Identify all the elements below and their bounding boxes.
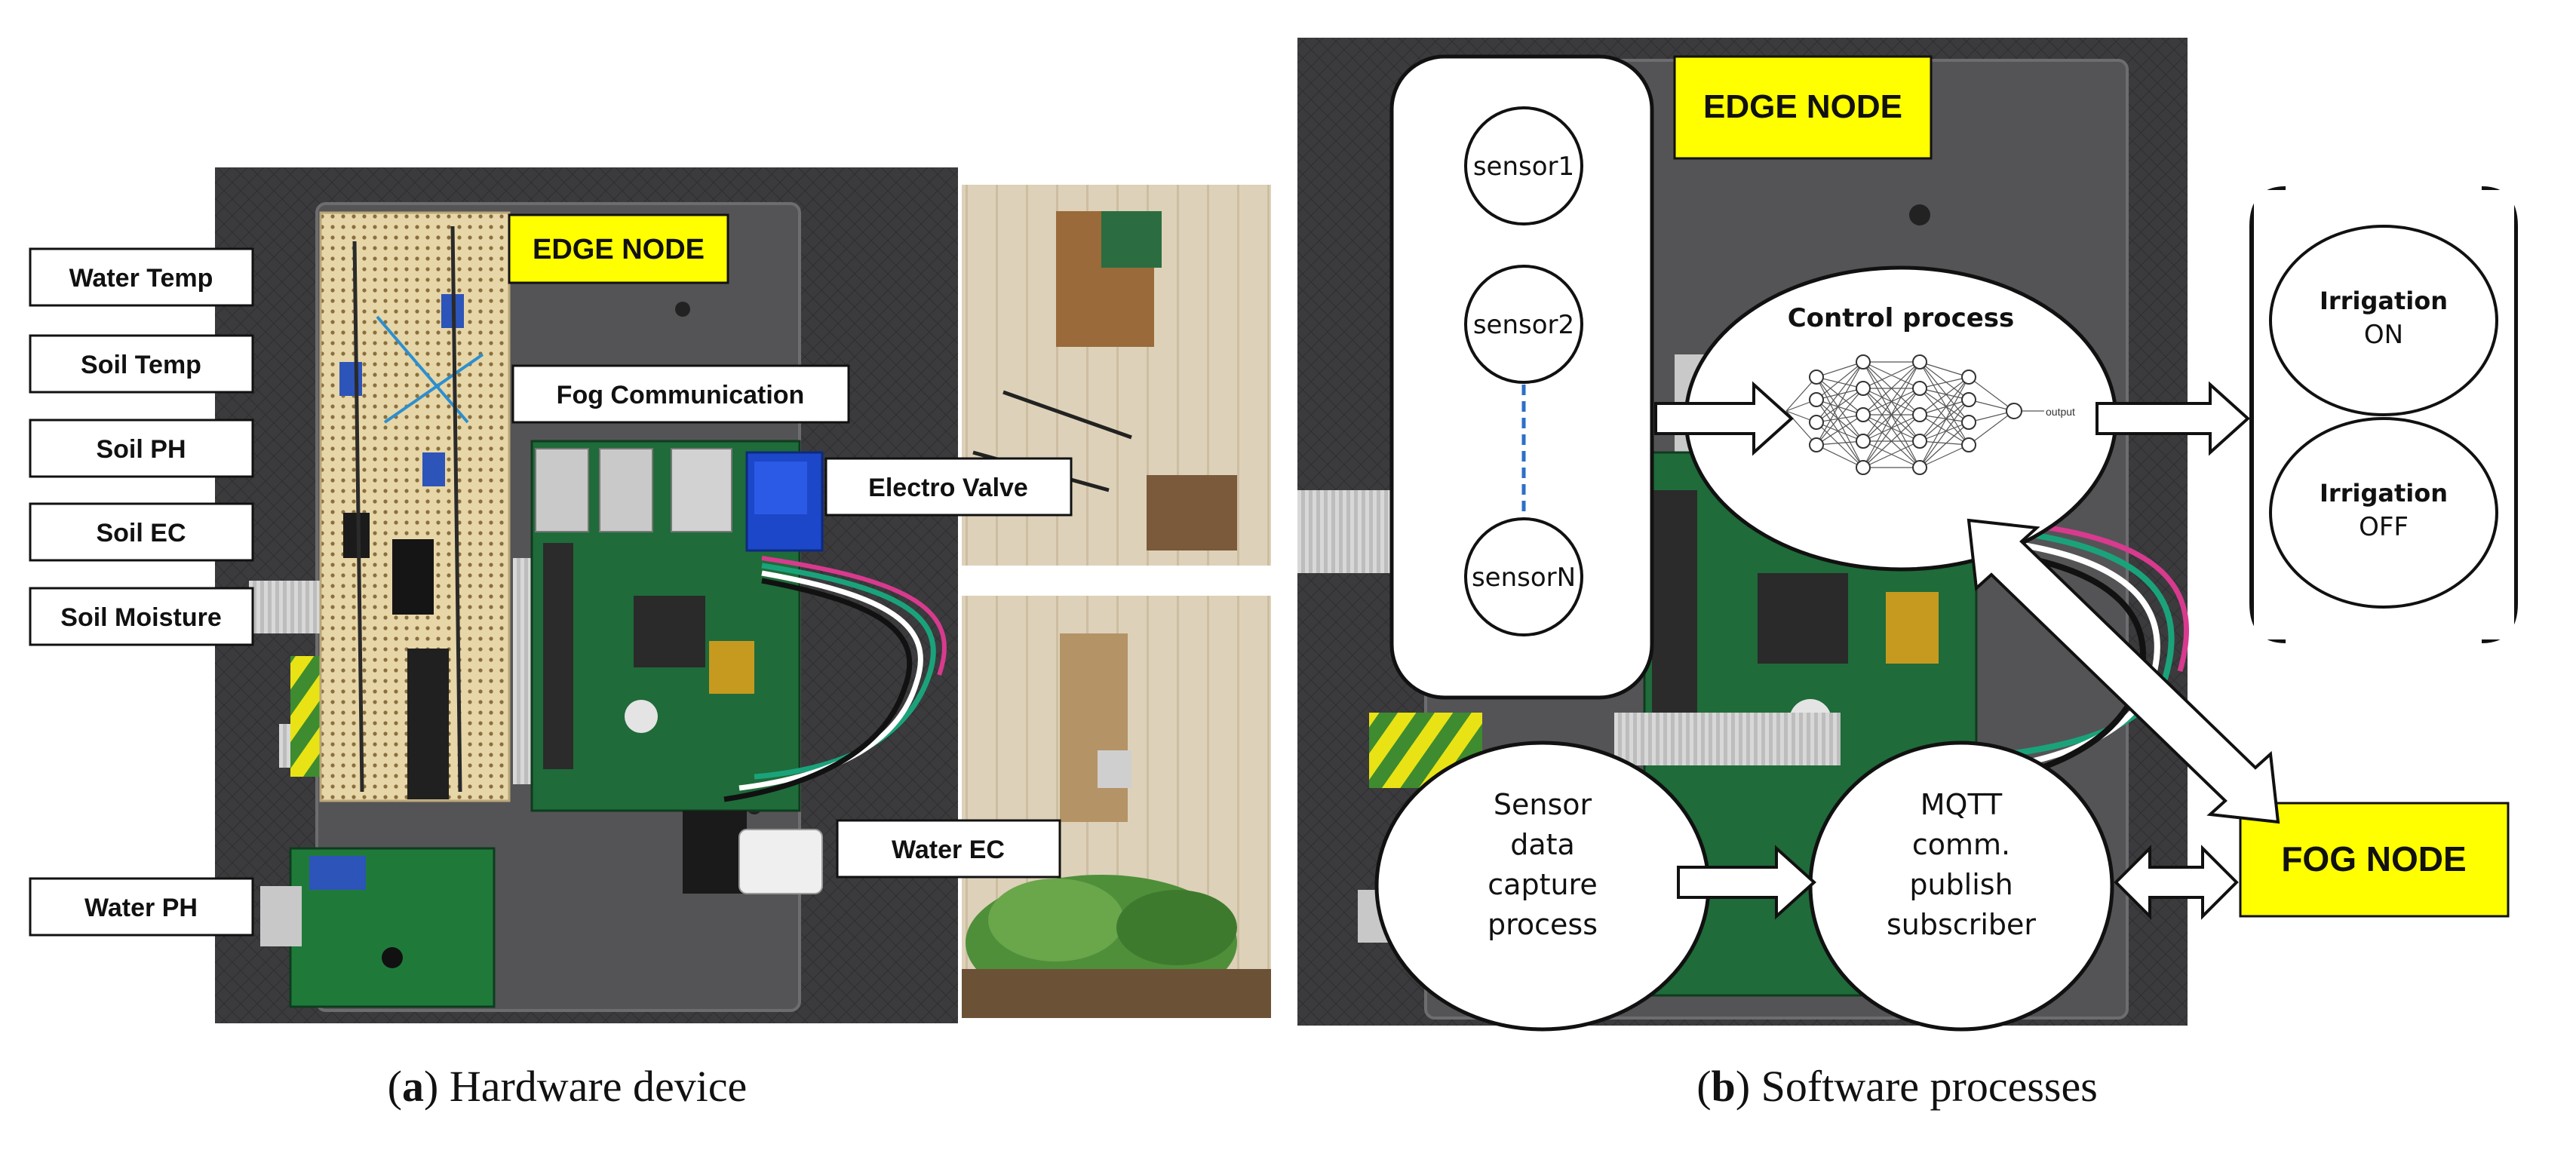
- label-water-temp: Water Temp: [29, 247, 254, 307]
- arrow-capture-to-mqtt: [1677, 845, 1816, 920]
- svg-text:Soil PH: Soil PH: [96, 435, 186, 464]
- svg-text:Fog Communication: Fog Communication: [557, 381, 805, 409]
- sensor2-node: sensor2: [1464, 265, 1583, 384]
- label-edge-node-a: EDGE NODE: [508, 213, 729, 284]
- caption-a: (a) Hardware device: [388, 1062, 748, 1111]
- svg-text:ON: ON: [2364, 320, 2403, 350]
- water-ec-probe: [683, 811, 747, 894]
- caption-b: (b) Software processes: [1696, 1062, 2098, 1111]
- svg-text:Water EC: Water EC: [892, 836, 1005, 864]
- svg-text:Sensor: Sensor: [1494, 788, 1592, 821]
- svg-text:Soil Temp: Soil Temp: [81, 351, 201, 379]
- svg-text:Soil EC: Soil EC: [96, 519, 186, 547]
- irrigation-off-node: Irrigation OFF: [2269, 417, 2498, 609]
- svg-text:EDGE NODE: EDGE NODE: [1703, 88, 1902, 125]
- label-soil-temp: Soil Temp: [29, 334, 254, 394]
- svg-text:OFF: OFF: [2359, 512, 2409, 542]
- sensor-wires: [754, 563, 936, 780]
- arrow-control-fog-bidirectional: [1967, 518, 2280, 824]
- label-fog-communication: Fog Communication: [511, 364, 850, 424]
- svg-text:MQTT: MQTT: [1920, 788, 2003, 821]
- svg-text:sensorN: sensorN: [1472, 563, 1576, 593]
- neural-network-icon: input output: [1758, 354, 2075, 475]
- sensorN-node: sensorN: [1464, 517, 1583, 636]
- label-water-ph: Water PH: [29, 877, 254, 937]
- svg-text:process: process: [1488, 908, 1598, 941]
- svg-text:Soil Moisture: Soil Moisture: [60, 603, 221, 632]
- svg-text:Electro Valve: Electro Valve: [868, 474, 1028, 502]
- label-water-ec: Water EC: [836, 819, 1061, 879]
- svg-text:Irrigation: Irrigation: [2320, 287, 2448, 315]
- label-soil-moisture: Soil Moisture: [29, 587, 254, 646]
- svg-text:subscriber: subscriber: [1887, 908, 2036, 941]
- svg-text:publish: publish: [1909, 868, 2013, 901]
- svg-text:Control process: Control process: [1788, 303, 2015, 333]
- label-electro-valve: Electro Valve: [824, 457, 1073, 517]
- arrow-sensors-to-control: [1654, 381, 1794, 456]
- label-fog-node: FOG NODE: [2239, 802, 2510, 918]
- irrigation-on-node: Irrigation ON: [2269, 225, 2498, 416]
- arrow-control-to-irrigation: [2095, 381, 2250, 456]
- svg-text:Irrigation: Irrigation: [2320, 479, 2448, 508]
- svg-text:Water PH: Water PH: [84, 894, 198, 922]
- svg-text:sensor2: sensor2: [1473, 310, 1574, 340]
- label-soil-ph: Soil PH: [29, 419, 254, 478]
- svg-text:sensor1: sensor1: [1473, 152, 1574, 182]
- sensors-panel: sensor1 sensor2 sensorN: [1389, 54, 1654, 700]
- svg-text:data: data: [1510, 828, 1575, 861]
- label-edge-node-b: EDGE NODE: [1673, 55, 1933, 160]
- svg-text:Water Temp: Water Temp: [69, 264, 213, 293]
- svg-text:EDGE NODE: EDGE NODE: [533, 234, 705, 265]
- label-soil-ec: Soil EC: [29, 502, 254, 562]
- panel-a: [215, 167, 1271, 1023]
- svg-text:output: output: [2046, 406, 2075, 418]
- mqtt-node: MQTT comm. publish subscriber: [1808, 741, 2114, 1032]
- capture-process-node: Sensor data capture process: [1374, 741, 1711, 1032]
- arrow-mqtt-fog-bidirectional: [2114, 845, 2239, 920]
- svg-text:comm.: comm.: [1912, 828, 2010, 861]
- svg-text:FOG NODE: FOG NODE: [2281, 839, 2466, 879]
- svg-text:capture: capture: [1488, 868, 1597, 901]
- sensor1-node: sensor1: [1464, 106, 1583, 225]
- control-process-node: Control process input output: [1684, 265, 2118, 572]
- irrigation-panel: Irrigation ON Irrigation OFF: [2249, 186, 2518, 643]
